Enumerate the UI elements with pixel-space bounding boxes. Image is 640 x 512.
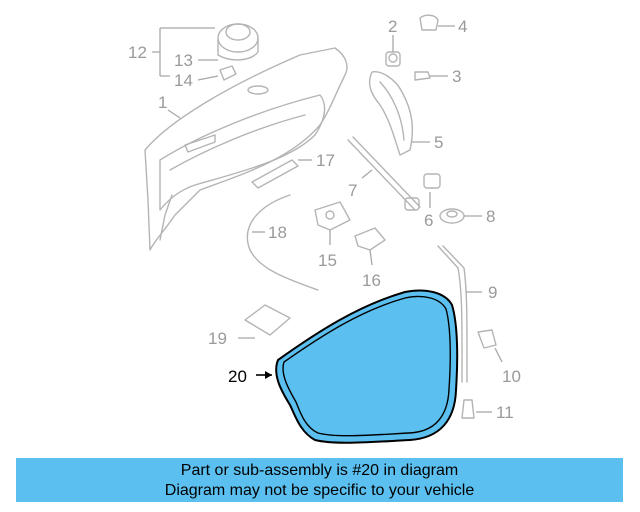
stop-part-6 bbox=[423, 173, 441, 189]
handle-part-17 bbox=[251, 159, 299, 189]
callout-15: 15 bbox=[318, 251, 337, 270]
rod-part-9 bbox=[437, 245, 463, 383]
bolt-part-3 bbox=[414, 71, 431, 81]
callout-3: 3 bbox=[452, 67, 461, 86]
callout-4: 4 bbox=[458, 17, 467, 36]
callout-13: 13 bbox=[174, 51, 193, 70]
callout-18: 18 bbox=[268, 223, 287, 242]
bracket-part-10 bbox=[477, 329, 497, 349]
callout-19: 19 bbox=[208, 329, 227, 348]
cable-part-18 bbox=[246, 194, 319, 291]
banner-line-2: Diagram may not be specific to your vehi… bbox=[164, 482, 475, 499]
lock-part-15 bbox=[314, 201, 351, 231]
callout-6: 6 bbox=[424, 211, 433, 230]
banner-line-1: Part or sub-assembly is #20 in diagram bbox=[180, 462, 459, 479]
callout-7: 7 bbox=[348, 181, 357, 200]
callout-1: 1 bbox=[158, 93, 167, 112]
bracket-part-19 bbox=[244, 304, 291, 336]
callout-labels: 1 2 3 4 5 6 7 8 9 10 11 12 13 14 15 16 1… bbox=[128, 17, 521, 422]
callout-16: 16 bbox=[362, 271, 381, 290]
clip-part-14 bbox=[219, 65, 237, 81]
hinge-part-5 bbox=[368, 71, 414, 156]
bumper-part-2 bbox=[385, 51, 401, 67]
callout-17: 17 bbox=[316, 151, 335, 170]
strut-part-7 bbox=[347, 136, 421, 211]
info-banner: Part or sub-assembly is #20 in diagram D… bbox=[16, 458, 623, 502]
striker-part-16 bbox=[354, 227, 386, 251]
actuator-part bbox=[217, 23, 259, 61]
clip-part-4 bbox=[419, 14, 439, 31]
callout-10: 10 bbox=[502, 367, 521, 386]
plug-part-11 bbox=[461, 399, 475, 419]
callout-14: 14 bbox=[174, 71, 193, 90]
callout-12: 12 bbox=[128, 43, 147, 62]
callout-8: 8 bbox=[486, 207, 495, 226]
weatherstrip-part-20 bbox=[275, 289, 459, 444]
callout-20: 20 bbox=[228, 367, 247, 386]
grommet-part-8 bbox=[439, 208, 465, 224]
callout-11: 11 bbox=[496, 403, 514, 422]
trunk-lid-part bbox=[144, 47, 348, 251]
leader-lines bbox=[152, 25, 503, 413]
callout-9: 9 bbox=[488, 283, 497, 302]
callout-5: 5 bbox=[434, 133, 443, 152]
callout-2: 2 bbox=[388, 17, 397, 36]
